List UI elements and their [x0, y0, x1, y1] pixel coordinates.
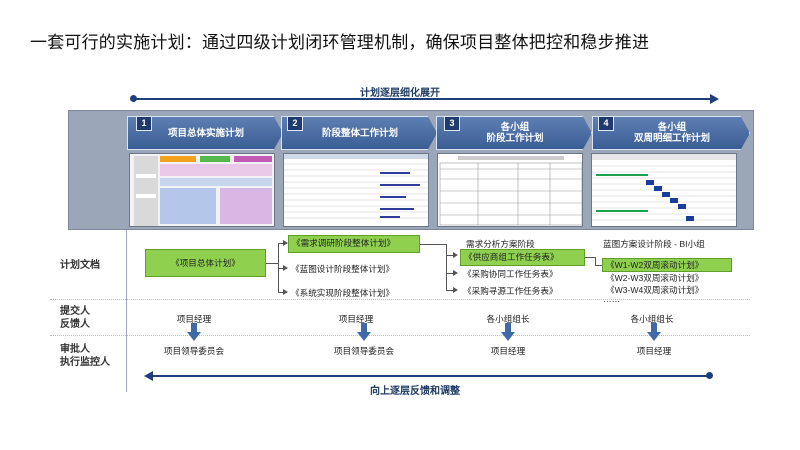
- connector: [585, 257, 595, 258]
- phase-banner-1: 项目总体实施计划: [127, 116, 283, 150]
- doc-group-task-table[interactable]: 《采购协同工作任务表》: [463, 269, 558, 279]
- row-label-submitter: 提交人 反馈人: [60, 306, 90, 330]
- phase-label: 各小组 双周明细工作计划: [633, 122, 710, 144]
- thumbnail-overall-plan: [129, 153, 275, 227]
- top-arrow-head-icon: [710, 94, 719, 104]
- bottom-arrow-label: 向上逐层反馈和调整: [370, 386, 460, 397]
- doc-biweekly-plan[interactable]: 《W3-W4双周滚动计划》: [606, 285, 704, 295]
- connector: [595, 257, 596, 265]
- connector: [278, 243, 279, 292]
- approver-label: 项目经理: [490, 346, 526, 356]
- connector: [446, 290, 454, 291]
- arrowhead-icon: [283, 265, 288, 271]
- arrowhead-icon: [283, 240, 288, 246]
- connector: [278, 292, 284, 293]
- row-label-approver: 审批人 执行监控人: [60, 344, 110, 368]
- thumbnail-phase-plan: [283, 153, 429, 227]
- page-title: 一套可行的实施计划：通过四级计划闭环管理机制，确保项目整体把控和稳步推进: [30, 33, 650, 52]
- doc-group-task-table[interactable]: 《供应商组工作任务表》: [460, 249, 585, 266]
- connector: [446, 244, 447, 290]
- phase-number: 4: [598, 116, 614, 131]
- phase-number: 1: [136, 116, 152, 131]
- doc-phase-plan[interactable]: 《需求调研阶段整体计划》: [288, 235, 420, 253]
- phase-number: 2: [287, 116, 303, 131]
- phase-banner-2: 阶段整体工作计划: [281, 116, 437, 150]
- doc-phase-plan[interactable]: 《系统实现阶段整体计划》: [291, 288, 395, 298]
- arrowhead-icon: [453, 287, 458, 293]
- doc-phase-plan[interactable]: 《蓝图设计阶段整体计划》: [291, 264, 395, 274]
- doc-biweekly-plan[interactable]: 《W2-W3双周滚动计划》: [606, 273, 704, 283]
- connector: [446, 255, 454, 256]
- connector: [278, 243, 284, 244]
- thumbnail-biweekly-plan: [591, 153, 737, 227]
- arrowhead-icon: [453, 252, 458, 258]
- phase-banner-3: 各小组 阶段工作计划: [436, 116, 592, 150]
- submitter-label: 各小组组长: [630, 314, 674, 324]
- row-divider: [50, 335, 750, 336]
- down-arrow-icon: [357, 323, 371, 341]
- connector: [266, 263, 278, 264]
- row-header-divider: [126, 230, 127, 392]
- bottom-arrow-end-dot: [706, 372, 713, 379]
- doc-biweekly-ellipsis: ……: [603, 294, 621, 304]
- doc-group-phase-header: 需求分析方案阶段: [466, 239, 535, 249]
- approver-label: 项目领导委员会: [163, 346, 225, 356]
- top-arrow-line: [133, 98, 711, 100]
- phase-label: 各小组 阶段工作计划: [486, 122, 544, 144]
- thumbnail-group-plan: [437, 153, 583, 227]
- doc-biweekly-plan[interactable]: 《W1-W2双周滚动计划》: [602, 258, 732, 272]
- doc-biweekly-header: 蓝图方案设计阶段 - BI小组: [603, 239, 705, 249]
- phase-label: 项目总体实施计划: [167, 127, 244, 139]
- submitter-label: 项目经理: [338, 314, 374, 324]
- arrowhead-icon: [453, 270, 458, 276]
- connector: [278, 268, 284, 269]
- submitter-label: 项目经理: [176, 314, 212, 324]
- connector: [446, 273, 454, 274]
- phase-number: 3: [444, 116, 460, 131]
- phase-banner-4: 各小组 双周明细工作计划: [592, 116, 750, 150]
- row-divider: [50, 299, 750, 300]
- row-label-docs: 计划文档: [60, 260, 100, 271]
- top-arrow-label: 计划逐层细化展开: [360, 88, 440, 99]
- approver-label: 项目经理: [636, 346, 672, 356]
- approver-label: 项目领导委员会: [333, 346, 395, 356]
- bottom-arrow-line: [150, 375, 709, 377]
- connector: [420, 244, 446, 245]
- submitter-label: 各小组组长: [486, 314, 530, 324]
- doc-group-task-table[interactable]: 《采购寻源工作任务表》: [463, 286, 558, 296]
- doc-overall-plan[interactable]: 《项目总体计划》: [145, 249, 266, 277]
- down-arrow-icon: [187, 323, 201, 341]
- down-arrow-icon: [647, 323, 661, 341]
- arrowhead-icon: [283, 289, 288, 295]
- connector: [595, 265, 603, 266]
- down-arrow-icon: [501, 323, 515, 341]
- bottom-arrow-head-icon: [144, 371, 153, 381]
- phase-label: 阶段整体工作计划: [321, 127, 398, 139]
